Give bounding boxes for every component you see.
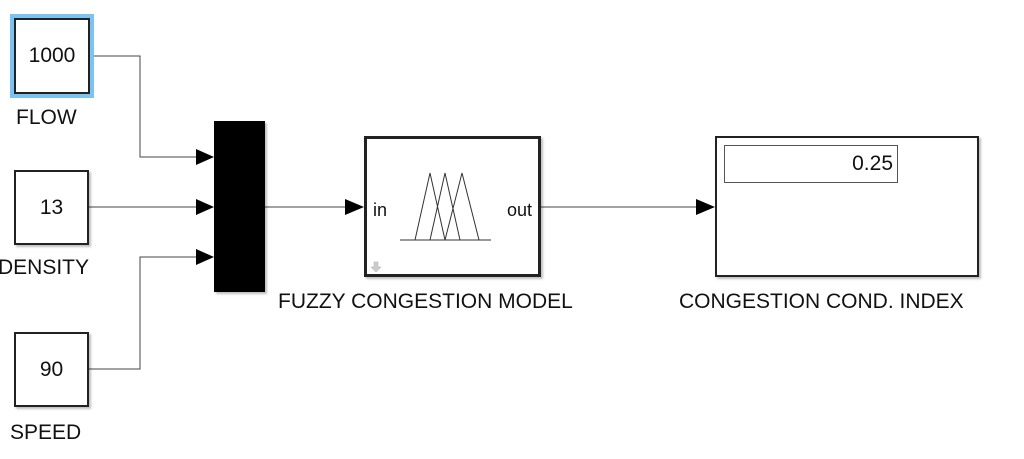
mux-block[interactable] [214, 121, 265, 292]
speed-value: 90 [39, 357, 64, 381]
down-arrow-icon [370, 261, 382, 273]
density-label[interactable]: DENSITY [0, 256, 90, 279]
arrow-icon [696, 199, 715, 215]
flow-label[interactable]: FLOW [16, 106, 77, 129]
out-port-label: out [506, 200, 532, 220]
signal-line-speed[interactable] [89, 256, 198, 370]
fuzzy-model-label[interactable]: FUZZY CONGESTION MODEL [278, 290, 573, 313]
signal-line-flow[interactable] [90, 55, 198, 158]
speed-constant-block[interactable]: 90 [14, 332, 89, 407]
arrow-icon [196, 199, 214, 215]
density-constant-block[interactable]: 13 [14, 170, 89, 245]
speed-label[interactable]: SPEED [10, 421, 82, 444]
fuzzy-logic-block[interactable]: in out [364, 136, 541, 277]
flow-value: 1000 [28, 44, 76, 67]
arrow-icon [196, 249, 214, 265]
display-label[interactable]: CONGESTION COND. INDEX [679, 290, 964, 313]
display-block[interactable]: 0.25 [715, 136, 979, 277]
in-port-label: in [373, 200, 388, 220]
flow-constant-block[interactable]: 1000 [10, 14, 94, 98]
arrow-icon [196, 149, 214, 165]
arrow-icon [345, 199, 364, 215]
density-value: 13 [39, 195, 64, 219]
display-value: 0.25 [724, 145, 898, 183]
membership-functions-icon [400, 172, 491, 241]
